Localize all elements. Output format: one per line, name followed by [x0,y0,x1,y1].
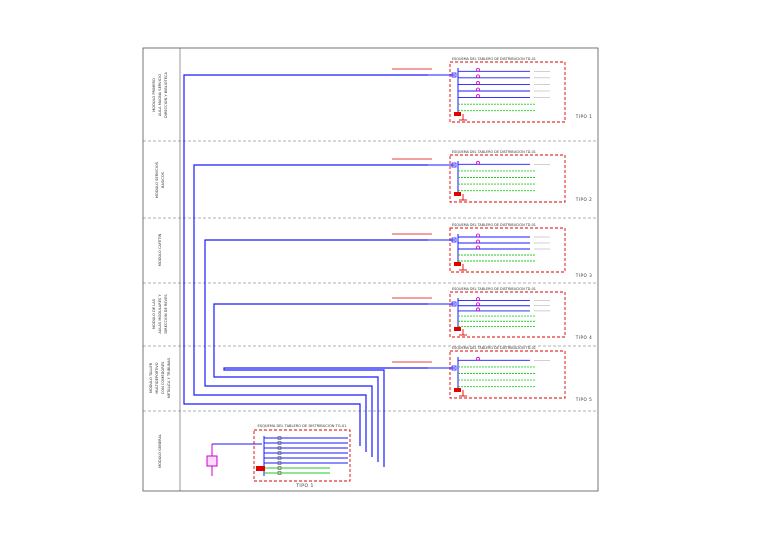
breaker-icon [451,162,457,168]
meter-icon [206,455,218,467]
panel-title: ESQUEMA DEL TABLERO DE DISTRIBUCION TD-0… [452,346,536,350]
general-breaker-icon [256,466,265,471]
breaker-icon [451,237,457,243]
panel-frame [449,227,566,273]
section-label-line: MODULO CAFETIN [158,233,162,266]
section-label-line: MODULO TALLER [149,362,153,393]
section-label-s6: MODULO GENERAL [158,434,162,468]
panel-s3: ESQUEMA DEL TABLERO DE DISTRIBUCION TD-0… [392,223,592,278]
breaker-icon [476,307,480,312]
panel-frame [449,154,566,203]
ground-icon [454,388,461,392]
breaker-icon [476,160,480,165]
section-label-s3: MODULO CAFETIN [158,233,162,266]
section-label-line: MODULO DE LAS [152,298,156,329]
panel-frame [449,61,566,123]
breaker-icon [277,471,282,475]
breaker-icon [451,72,457,78]
breaker-icon [277,441,282,445]
ground-icon [454,327,461,331]
breaker-icon [476,94,480,98]
general-circuits [263,436,348,476]
breaker-icon [451,365,457,371]
section-separators [143,140,598,412]
general-board-frame [253,429,351,482]
breaker-icon [277,436,282,440]
panel-frame [449,350,566,399]
breaker-icon [476,297,480,301]
panel-tipo: TIPO 2 [575,197,593,202]
section-label-line: AULA MAGNA SERVICIO [158,74,162,116]
breaker-icon [476,302,480,307]
panel-s2: ESQUEMA DEL TABLERO DE DISTRIBUCION TD-0… [392,150,593,203]
panel-s1: ESQUEMA DEL TABLERO DE DISTRIBUCION TD-0… [392,57,593,123]
panel-tipo: TIPO 1 [575,114,593,119]
section-label-line: MODULO GENERAL [158,434,162,468]
panel-tipo: TIPO 5 [575,397,593,402]
breaker-icon [277,466,282,470]
breaker-icon [277,456,282,460]
ground-icon [454,112,461,116]
panel-title: ESQUEMA DEL TABLERO DE DISTRIBUCION TD-0… [452,150,536,154]
breaker-icon [476,81,480,85]
general-board: ESQUEMA DEL TABLERO DE DISTRIBUCION TG-0… [206,424,351,489]
section-label-line: DIRECCION Y BIBLIOTECA [164,71,168,118]
section-label-line: CON COMEDORES [161,361,165,394]
breaker-icon [476,87,480,92]
section-label-line: METALICA Y TRIBUNAS [167,357,171,398]
panel-s5: ESQUEMA DEL TABLERO DE DISTRIBUCION TD-0… [392,346,592,402]
breaker-icon [476,356,480,361]
panel-title: ESQUEMA DEL TABLERO DE DISTRIBUCION TD-0… [452,223,536,227]
section-label-line: MODULO SERVICIOS [155,161,159,198]
ground-icon [454,192,461,196]
general-board-title: ESQUEMA DEL TABLERO DE DISTRIBUCION TG-0… [258,424,347,428]
main-feeders [183,74,428,467]
section-label-line: MULTIDEPORTIVO [155,362,159,393]
breaker-icon [277,446,282,450]
section-label-line: MODULO PRIMERO [152,78,156,112]
panel-tipo: TIPO 4 [575,335,593,340]
section-label-line: BASICOS [161,171,165,188]
drawing-frame [142,47,599,492]
breaker-icon [277,461,282,465]
panel-s4: ESQUEMA DEL TABLERO DE DISTRIBUCION TD-0… [392,287,592,340]
ground-icon [454,262,461,266]
panel-tipo: TIPO 3 [575,273,593,278]
general-board-tipo: TIPO 1 [295,483,314,489]
breaker-icon [476,245,480,250]
breaker-icon [476,67,480,72]
breaker-icon [476,74,480,79]
breaker-icon [476,239,480,244]
panel-frame [449,291,566,338]
section-label-line: DIRECCION DE REVES [164,294,168,334]
distribution-panels: ESQUEMA DEL TABLERO DE DISTRIBUCION TD-0… [392,57,592,402]
breaker-icon [451,301,457,307]
breaker-icon [476,233,480,238]
breaker-icon [277,451,282,455]
panel-title: ESQUEMA DEL TABLERO DE DISTRIBUCION TD-0… [452,57,536,61]
panel-title: ESQUEMA DEL TABLERO DE DISTRIBUCION TD-0… [452,287,536,291]
section-label-line: AULAS MODULARES Y [158,294,162,334]
